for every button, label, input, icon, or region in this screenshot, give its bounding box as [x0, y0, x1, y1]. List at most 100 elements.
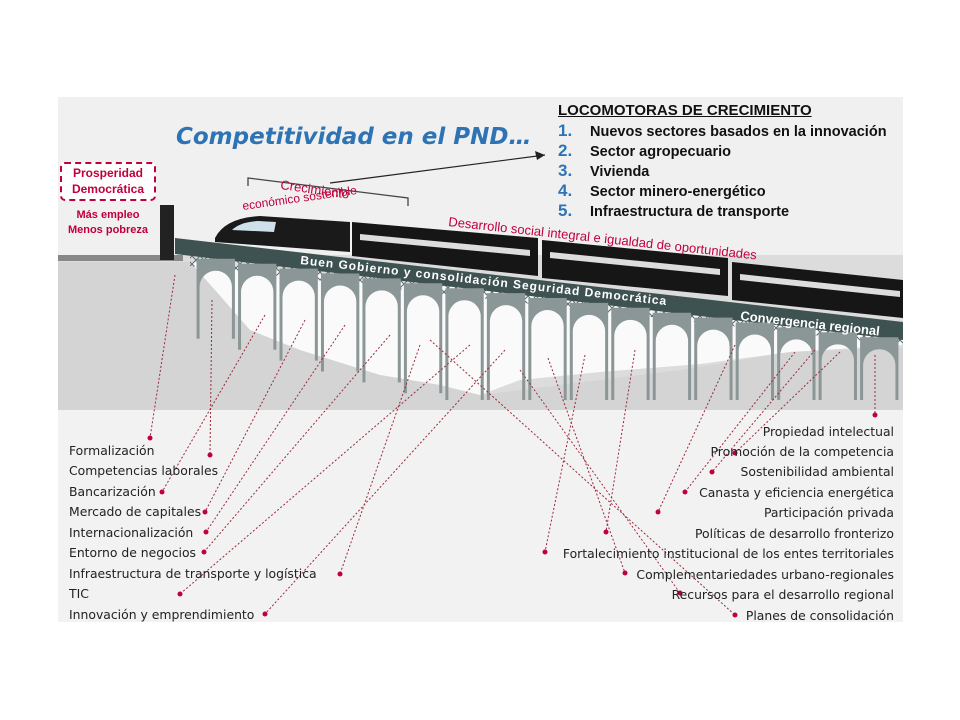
- right-label: Planes de consolidación: [745, 608, 894, 623]
- left-label: Internacionalización: [69, 525, 194, 540]
- leader-line: [519, 369, 681, 594]
- locomotora-label: Sector agropecuario: [590, 144, 732, 160]
- leader-arrowhead: [203, 529, 209, 535]
- left-label: Competencias laborales: [69, 463, 219, 478]
- leader-line: [149, 274, 176, 439]
- locomotora-item: 4. Sector minero-energético: [558, 181, 766, 201]
- crecimiento-bracket: [247, 177, 409, 206]
- empleo-text: Más empleo Menos pobreza: [62, 208, 154, 238]
- bridge-arch: [818, 332, 857, 400]
- leader-arrowhead: [732, 450, 738, 456]
- left-label: Formalización: [69, 443, 155, 458]
- locomotoras-heading: LOCOMOTORAS DE CRECIMIENTO: [558, 102, 812, 119]
- locomotora-label: Nuevos sectores basados en la innovación: [590, 124, 887, 140]
- bridge-arch: [528, 298, 567, 400]
- platform: [58, 255, 183, 261]
- empleo-line1: Más empleo: [76, 209, 140, 221]
- train-car-1: [352, 222, 538, 276]
- bridge-arch: [611, 307, 650, 400]
- bridge-arch: [777, 327, 816, 400]
- leader-arrowhead: [732, 612, 738, 618]
- left-label: Mercado de capitales: [69, 504, 202, 519]
- train-car-3: [732, 262, 903, 318]
- leader-arrowhead: [682, 489, 688, 495]
- leader-arrowhead: [207, 452, 213, 458]
- left-label: Innovación y emprendimiento: [69, 607, 255, 622]
- leader-line: [544, 354, 586, 553]
- right-label: Sostenibilidad ambiental: [740, 464, 894, 479]
- leader-arrowhead: [337, 571, 343, 577]
- leader-line: [684, 351, 796, 493]
- right-label: Promoción de la competencia: [710, 444, 894, 459]
- prosperidad-line1: Prosperidad: [72, 166, 144, 180]
- bridge-arch: [320, 273, 360, 372]
- train-car-1-windows: [360, 234, 530, 256]
- bridge-deck: [175, 238, 903, 340]
- locomotive-window: [232, 221, 276, 232]
- bridge-arch: [860, 337, 899, 400]
- leader-arrowhead: [177, 591, 183, 597]
- bridge-arch: [279, 268, 318, 361]
- bridge-arch: [569, 302, 609, 400]
- bridge-arch: [486, 293, 526, 400]
- left-label: Infraestructura de transporte y logístic…: [69, 566, 317, 581]
- prosperidad-box: Prosperidad Democrática: [60, 162, 156, 201]
- bridge-arch: [652, 312, 692, 400]
- leader-arrowhead: [677, 590, 683, 596]
- leader-line: [429, 339, 736, 616]
- left-label: Entorno de negocios: [69, 545, 197, 560]
- locomotora-item: 3.Vivienda: [558, 161, 649, 181]
- locomotora-number: 1.: [558, 121, 573, 140]
- prosperidad-line2: Democrática: [71, 182, 145, 196]
- leader-line: [734, 351, 841, 454]
- leader-arrowhead: [603, 529, 609, 535]
- train-car-2-windows: [550, 252, 720, 275]
- bridge-arch: [403, 283, 443, 394]
- leader-arrowhead: [872, 412, 878, 418]
- locomotora-item: 2. Sector agropecuario: [558, 141, 731, 161]
- train-car-2: [542, 240, 728, 296]
- signal-post: [160, 205, 174, 260]
- right-label: Canasta y eficiencia energética: [699, 485, 894, 500]
- leader-line: [657, 344, 736, 513]
- leader-arrowhead: [622, 570, 628, 576]
- locomotora-number: 4.: [558, 181, 573, 200]
- leader-line: [204, 319, 306, 513]
- locomotora-item: 5. Infraestructura de transporte: [558, 201, 789, 221]
- leader-arrowhead: [655, 509, 661, 515]
- leader-arrowhead: [262, 611, 268, 617]
- locomotora-number: 2.: [558, 141, 573, 160]
- bridge-arch: [196, 258, 235, 339]
- valley-shadow: [58, 262, 903, 410]
- left-label: TIC: [69, 586, 89, 601]
- leader-arrowhead: [542, 549, 548, 555]
- leader-line: [339, 344, 421, 575]
- bridge-arch: [362, 278, 401, 383]
- bridge-arch: [445, 288, 484, 400]
- locomotora-item: 1. Nuevos sectores basados en la innovaci…: [558, 121, 887, 141]
- bridge-arch: [238, 263, 277, 350]
- locomotora-number: 3.: [558, 161, 573, 180]
- train: [215, 216, 903, 318]
- leader-line: [209, 299, 213, 456]
- locomotoras-pointer-head: [535, 151, 545, 160]
- train-car-3-windows: [740, 274, 900, 297]
- leader-line: [205, 324, 346, 533]
- locomotora-number: 5.: [558, 201, 573, 220]
- left-label: Bancarización: [69, 484, 156, 499]
- label-area: [58, 408, 903, 622]
- bridge-arch: [735, 322, 775, 400]
- right-label: Participación privada: [763, 505, 894, 520]
- bridge-arches: [196, 258, 899, 400]
- locomotora-label: Infraestructura de transporte: [590, 204, 790, 220]
- leader-lines: [147, 274, 878, 618]
- right-label: Propiedad intelectual: [762, 424, 894, 439]
- locomotora-label: Sector minero-energético: [590, 184, 766, 200]
- right-label: Fortalecimiento institucional de los ent…: [562, 546, 894, 561]
- bridge-arch: [694, 317, 733, 400]
- empleo-line2: Menos pobreza: [67, 224, 149, 236]
- leader-line: [605, 349, 636, 533]
- right-label: Políticas de desarrollo fronterizo: [695, 526, 894, 541]
- leader-arrowhead: [709, 469, 715, 475]
